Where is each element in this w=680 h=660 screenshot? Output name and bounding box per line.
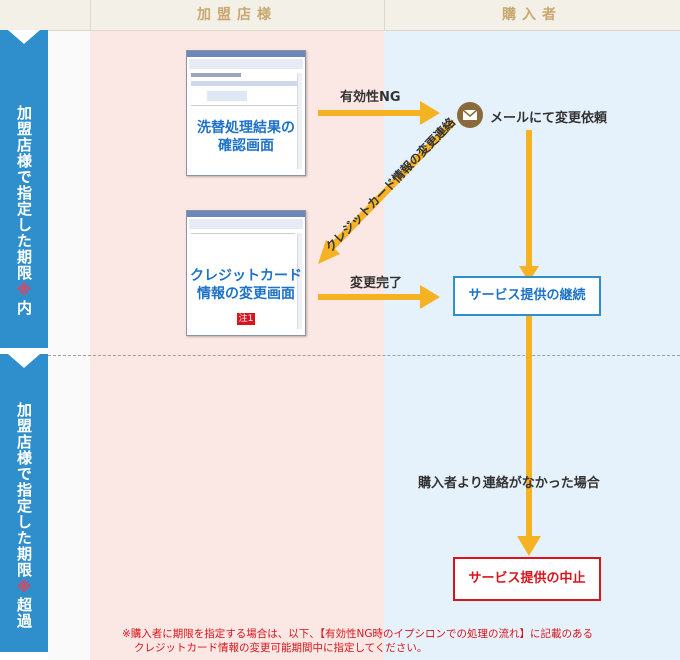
arrow-change-done-head	[420, 285, 440, 309]
arrow-to-continue-head	[519, 266, 539, 282]
change-done-label: 変更完了	[350, 276, 403, 291]
merchant-header: 加盟店様	[197, 7, 277, 23]
chevron-down-icon	[8, 30, 40, 44]
no-contact-label: 購入者より連絡がなかった場合	[418, 476, 600, 491]
arrow-to-stop-head	[517, 536, 541, 556]
purchaser-header: 購入者	[502, 7, 562, 23]
mail-icon	[457, 102, 483, 128]
arrow-validity-ng	[318, 110, 423, 116]
continue-box: サービス提供の継続	[453, 276, 601, 316]
change-screen-line1: クレジットカード	[190, 268, 302, 284]
header-bar	[0, 0, 680, 31]
result-screen-thumbnail: 洗替処理結果の確認画面	[186, 50, 306, 176]
change-screen-thumbnail: クレジットカード情報の変更画面 注1	[186, 210, 306, 336]
sidebar-within-suffix: 内	[15, 299, 33, 316]
note-badge: 注1	[236, 313, 256, 325]
arrow-validity-ng-head	[420, 101, 440, 125]
sidebar-within-label: 加盟店様で指定した期限	[15, 104, 33, 281]
sidebar-over-label: 加盟店様で指定した期限	[15, 401, 33, 578]
change-screen-line2: 情報の変更画面	[197, 286, 295, 302]
period-divider	[48, 355, 680, 356]
sidebar-over: 加盟店様で指定した期限※超過	[0, 354, 48, 652]
arrow-to-continue	[526, 130, 532, 270]
arrow-to-stop	[526, 316, 532, 540]
validity-ng-label: 有効性NG	[340, 90, 401, 105]
stop-box: サービス提供の中止	[453, 557, 601, 601]
result-screen-line2: 確認画面	[218, 138, 274, 154]
footnote-line1: ※購入者に期限を指定する場合は、以下、【有効性NG時のイプシロンでの処理の流れ】…	[122, 628, 594, 640]
arrow-change-done	[318, 294, 423, 300]
arrow-change-link-head	[318, 240, 340, 264]
header-divider	[384, 0, 385, 30]
arrow-change-link	[329, 119, 456, 250]
sidebar-within: 加盟店様で指定した期限※内	[0, 30, 48, 348]
result-screen-line1: 洗替処理結果の	[197, 120, 295, 136]
header-divider	[90, 0, 91, 30]
footnote-line2: クレジットカード情報の変更可能期間中に指定してください。	[134, 642, 428, 654]
sidebar-over-suffix: 超過	[15, 596, 33, 629]
email-request-label: メールにて変更依頼	[490, 111, 608, 126]
sidebar-over-mark: ※	[15, 577, 33, 597]
sidebar-within-mark: ※	[15, 280, 33, 300]
chevron-down-icon	[8, 354, 40, 368]
